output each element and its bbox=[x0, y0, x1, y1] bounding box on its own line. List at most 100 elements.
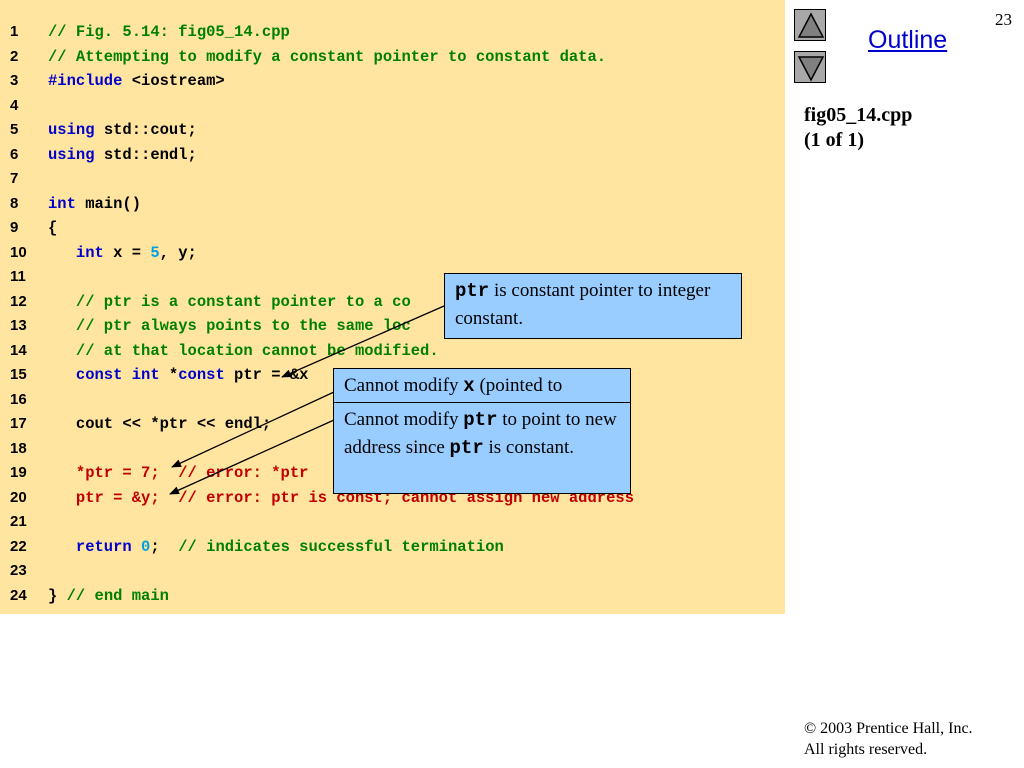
code-token: 5 bbox=[150, 243, 160, 262]
callout-text: Cannot modify bbox=[344, 409, 464, 430]
callout-text: Cannot modify bbox=[344, 375, 464, 396]
line-number: 19 bbox=[10, 464, 27, 481]
code-token bbox=[48, 538, 76, 556]
copyright-line: 2003 Prentice Hall, Inc. bbox=[816, 720, 973, 737]
line-number: 5 bbox=[10, 121, 19, 138]
code-text: #include <iostream> bbox=[48, 69, 225, 94]
callout-constant-pointer: ptr is constant pointer to integer const… bbox=[444, 273, 742, 339]
rights-line: All rights reserved. bbox=[804, 741, 928, 758]
code-text: // ptr is a constant pointer to a co bbox=[48, 290, 411, 315]
code-text: const int *const ptr = &x bbox=[48, 363, 309, 388]
callout-cannot-modify-x: Cannot modify x (pointed to bbox=[333, 368, 631, 404]
line-number: 11 bbox=[10, 268, 26, 285]
code-token: ptr = &x bbox=[224, 366, 309, 384]
copyright-notice: © 2003 Prentice Hall, Inc. All rights re… bbox=[804, 718, 973, 760]
code-token: cout << *ptr << endl; bbox=[48, 415, 272, 433]
callout-code-term: ptr bbox=[449, 437, 484, 459]
triangle-down-icon bbox=[797, 56, 825, 82]
code-token: // Attempting to modify a constant point… bbox=[48, 47, 607, 66]
code-token: // at that location cannot be modified. bbox=[48, 341, 439, 360]
code-text: // at that location cannot be modified. bbox=[48, 339, 439, 364]
code-token: *ptr = 7; // error: *ptr bbox=[48, 464, 309, 482]
callout-text: to point to new address since bbox=[344, 409, 617, 458]
code-line: 9{ bbox=[0, 216, 785, 241]
code-line: 21 bbox=[0, 510, 785, 535]
code-line: 6 using std::endl; bbox=[0, 143, 785, 168]
code-token: , y; bbox=[159, 243, 197, 262]
code-line: 3 #include <iostream> bbox=[0, 69, 785, 94]
code-token: return bbox=[75, 537, 132, 556]
code-token bbox=[48, 366, 76, 384]
line-number: 20 bbox=[10, 488, 27, 506]
code-line: 1 // Fig. 5.14: fig05_14.cpp bbox=[0, 20, 785, 45]
code-token: x = bbox=[103, 243, 151, 262]
line-number: 2 bbox=[10, 47, 19, 65]
next-slide-button[interactable] bbox=[794, 51, 826, 83]
code-token: main() bbox=[75, 194, 142, 213]
code-token: const int bbox=[75, 366, 160, 384]
code-line: 14 // at that location cannot be modifie… bbox=[0, 339, 785, 364]
code-token: // Fig. 5.14: fig05_14.cpp bbox=[48, 23, 290, 41]
code-token: ; bbox=[150, 537, 179, 556]
callout-text: is constant pointer to integer constant. bbox=[455, 280, 711, 329]
code-token: using bbox=[48, 121, 95, 139]
code-token: // ptr always points to the same loc bbox=[48, 317, 411, 335]
copyright-symbol: © bbox=[804, 720, 817, 737]
previous-slide-button[interactable] bbox=[794, 9, 826, 41]
code-line: 11 bbox=[0, 265, 785, 290]
line-number: 6 bbox=[10, 145, 19, 163]
code-text: // ptr always points to the same loc bbox=[48, 314, 411, 339]
code-text: cout << *ptr << endl; bbox=[48, 412, 271, 437]
line-number: 8 bbox=[10, 194, 19, 212]
line-number: 21 bbox=[10, 513, 27, 530]
line-number: 14 bbox=[10, 341, 27, 359]
file-name: fig05_14.cpp bbox=[804, 104, 913, 126]
code-text: // Fig. 5.14: fig05_14.cpp bbox=[48, 20, 290, 45]
code-text: using std::endl; bbox=[48, 143, 197, 168]
code-line: 22 return 0; // indicates successful ter… bbox=[0, 535, 785, 560]
code-line: 16 bbox=[0, 388, 785, 413]
code-line: 23 bbox=[0, 559, 785, 584]
code-text: using std::cout; bbox=[48, 118, 197, 143]
line-number: 10 bbox=[10, 243, 27, 261]
line-number: 24 bbox=[10, 586, 27, 604]
line-number: 16 bbox=[10, 390, 27, 408]
triangle-up-icon bbox=[797, 12, 825, 38]
slide-number: 23 bbox=[995, 10, 1012, 29]
line-number: 4 bbox=[10, 96, 19, 114]
callout-text: is constant. bbox=[483, 437, 575, 458]
callout-text: (pointed to bbox=[474, 375, 563, 396]
code-token: #include bbox=[48, 72, 123, 90]
code-text: // Attempting to modify a constant point… bbox=[48, 45, 606, 70]
code-token: { bbox=[48, 219, 58, 237]
page-indicator: (1 of 1) bbox=[804, 129, 864, 151]
code-text: int x = 5, y; bbox=[48, 241, 197, 266]
outline-link[interactable]: Outline bbox=[868, 26, 948, 54]
line-number: 12 bbox=[10, 292, 27, 310]
line-number: 3 bbox=[10, 72, 19, 89]
code-token: // ptr is a constant pointer to a co bbox=[48, 292, 411, 311]
code-text: } // end main bbox=[48, 584, 169, 609]
line-number: 9 bbox=[10, 219, 19, 236]
code-token: int bbox=[75, 243, 104, 262]
code-token: std::endl; bbox=[94, 145, 197, 164]
line-number: 1 bbox=[10, 23, 19, 40]
code-token: } bbox=[48, 586, 67, 605]
line-number: 13 bbox=[10, 317, 27, 334]
callout-code-term: ptr bbox=[463, 409, 498, 431]
callout-cannot-modify-ptr: Cannot modify ptr to point to new addres… bbox=[333, 402, 631, 494]
code-line: 5 using std::cout; bbox=[0, 118, 785, 143]
code-text: { bbox=[48, 216, 57, 241]
code-line: 10 int x = 5, y; bbox=[0, 241, 785, 266]
code-token: const bbox=[178, 366, 225, 384]
line-number: 22 bbox=[10, 537, 27, 555]
code-line: 7 bbox=[0, 167, 785, 192]
code-text: return 0; // indicates successful termin… bbox=[48, 535, 504, 560]
file-title: fig05_14.cpp (1 of 1) bbox=[804, 103, 912, 153]
code-token: <iostream> bbox=[122, 72, 225, 90]
code-line: 15 const int *const ptr = &x bbox=[0, 363, 785, 388]
line-number: 7 bbox=[10, 170, 19, 187]
callout-code-term: ptr bbox=[455, 280, 490, 302]
code-token: using bbox=[48, 145, 95, 164]
